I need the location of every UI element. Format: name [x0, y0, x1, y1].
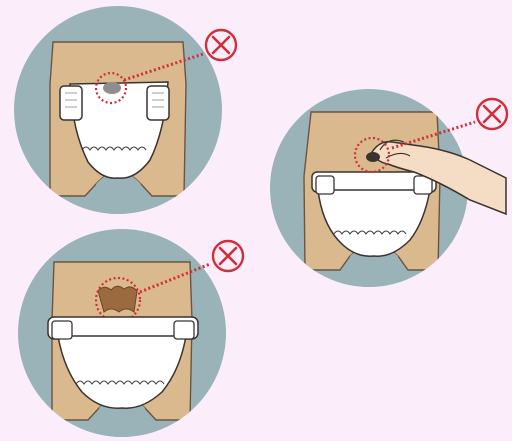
right-tape-tab	[147, 86, 169, 120]
cross-in-circle-icon	[213, 241, 243, 271]
grey-stain	[103, 82, 121, 94]
left-tape-tab	[316, 176, 334, 194]
dark-stain	[366, 152, 380, 162]
irritated-skin-patch	[98, 286, 137, 312]
panel-stain-on-diaper	[14, 6, 236, 215]
cross-in-circle-icon	[477, 99, 507, 129]
left-tape-tab	[52, 321, 72, 339]
cross-in-circle-icon	[206, 30, 236, 60]
panel-scratching-skin	[270, 89, 507, 290]
right-tape-tab	[174, 321, 194, 339]
left-tape-tab	[60, 86, 82, 120]
panel-skin-irritation-at-waist	[18, 229, 243, 440]
